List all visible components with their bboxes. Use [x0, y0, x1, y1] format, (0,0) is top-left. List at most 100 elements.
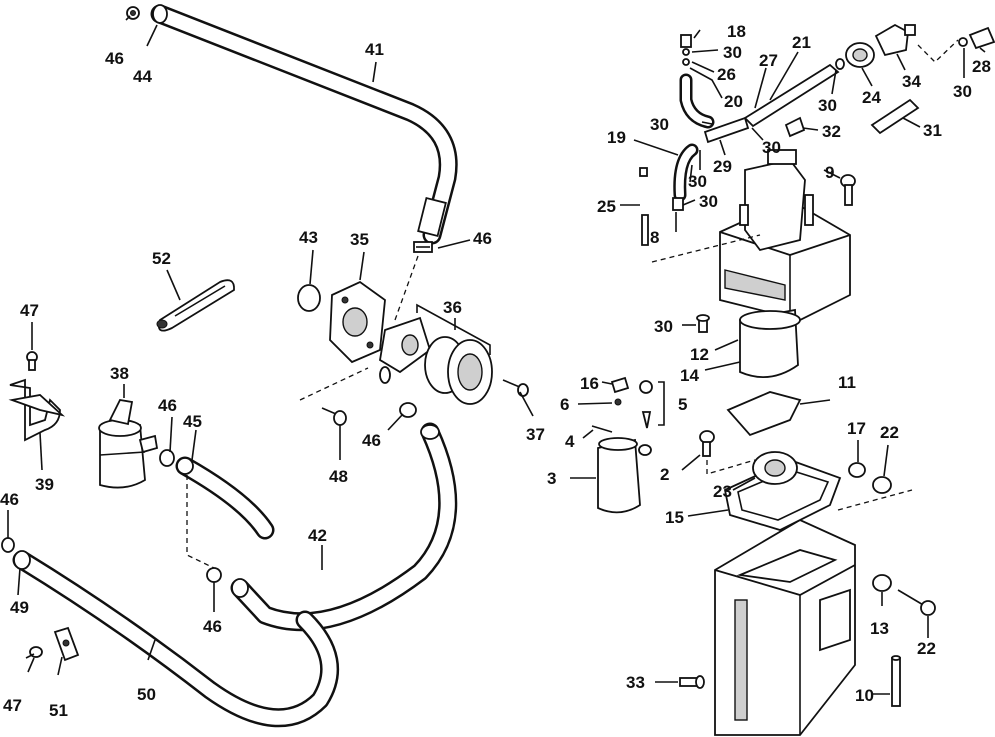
clip-51	[53, 626, 80, 662]
callout-31: 31	[923, 121, 942, 140]
clamp-46-pump	[399, 402, 417, 418]
clamp-46-mid	[413, 241, 433, 253]
clamp-46-filter	[159, 449, 175, 467]
hose-50	[12, 550, 340, 728]
callout-39: 39	[35, 475, 54, 494]
bracket-39	[8, 378, 66, 442]
screw-47-bottom	[25, 646, 43, 659]
callout-12: 30	[654, 317, 673, 336]
callout-21: 21	[792, 33, 811, 52]
callout-30: 30	[650, 115, 669, 134]
screw-47-top	[26, 351, 38, 371]
callout-45: 45	[183, 412, 202, 431]
pin-7	[891, 655, 901, 707]
callout-3: 4	[565, 432, 575, 451]
washers-22-23	[848, 462, 892, 592]
callout-28: 28	[972, 57, 991, 76]
screw-17	[699, 430, 715, 457]
callout-30: 30	[818, 96, 837, 115]
tube-31	[870, 98, 920, 135]
callout-27: 27	[759, 51, 778, 70]
screw-12	[696, 314, 710, 333]
callout-18: 18	[727, 22, 746, 41]
leader-lines	[7, 15, 986, 695]
callout-25: 30	[699, 192, 718, 211]
callout-16: 11	[838, 373, 856, 392]
hose-41	[150, 4, 458, 245]
clamp-46-top	[126, 6, 140, 20]
screw-9	[840, 174, 856, 206]
screw-10	[679, 675, 705, 689]
clamp-46-left	[1, 537, 15, 553]
primer-52	[156, 279, 235, 332]
callout-43: 43	[299, 228, 318, 247]
carburetor-body	[719, 149, 851, 378]
callout-46: 46	[0, 490, 19, 509]
fuel-pump-35	[297, 280, 493, 405]
callout-51: 51	[49, 701, 68, 720]
fitting-32	[784, 116, 806, 138]
callout-17: 2	[660, 465, 669, 484]
callout-11: 14	[680, 366, 699, 385]
valve-34	[874, 23, 916, 57]
float-2	[597, 437, 652, 514]
callout-15: 23	[713, 482, 732, 501]
callout-22: 17	[847, 419, 866, 438]
callout-30: 30	[762, 138, 781, 157]
callout-47: 47	[3, 696, 22, 715]
callout-5: 6	[560, 395, 569, 414]
callout-52: 52	[152, 249, 171, 268]
callout-30: 30	[723, 43, 742, 62]
callout-46: 46	[105, 49, 124, 68]
hose-45	[175, 456, 275, 540]
callout-29: 29	[713, 157, 732, 176]
callout-44: 44	[133, 67, 152, 86]
callout-34: 34	[902, 72, 921, 91]
callout-9: 9	[825, 163, 834, 182]
callout-24: 24	[862, 88, 881, 107]
fuel-filter-38	[98, 399, 159, 489]
gasket-16	[726, 391, 802, 437]
callout-46: 46	[473, 229, 492, 248]
callout-35: 35	[350, 230, 369, 249]
callout-37: 37	[526, 425, 545, 444]
callout-30: 30	[953, 82, 972, 101]
callout-46: 46	[203, 617, 222, 636]
callout-14: 12	[690, 345, 709, 364]
screw-48	[321, 407, 347, 426]
fitting-28	[958, 26, 995, 50]
tube-21	[703, 58, 845, 144]
callout-8: 25	[597, 197, 616, 216]
float-bowl-15	[752, 451, 798, 485]
callout-4: 5	[678, 395, 687, 414]
callout-50: 50	[137, 685, 156, 704]
callout-20: 20	[724, 92, 743, 111]
callout-30: 8	[650, 228, 659, 247]
callout-41: 41	[365, 40, 384, 59]
callout-38: 38	[110, 364, 129, 383]
needle-valve-4	[610, 376, 653, 429]
callout-19: 19	[607, 128, 626, 147]
callout-33: 22	[917, 639, 936, 658]
clamp-46-low	[206, 567, 222, 583]
callout-30: 30	[688, 172, 707, 191]
callout-32: 32	[822, 122, 841, 141]
callout-26: 26	[717, 65, 736, 84]
callout-7: 10	[855, 686, 874, 705]
cap-24	[845, 42, 875, 68]
callout-47: 47	[20, 301, 39, 320]
callout-23: 22	[880, 423, 899, 442]
callout-labels: 46 44 41 43 35 46 52 36 47 38 46 45 46 4…	[0, 22, 991, 720]
callout-22: 13	[870, 619, 889, 638]
callout-46: 46	[362, 431, 381, 450]
screw-37	[502, 379, 529, 397]
fuel-lines-top	[639, 34, 715, 246]
callout-10: 33	[626, 673, 645, 692]
callout-36: 36	[443, 298, 462, 317]
screw-33	[897, 589, 936, 616]
callout-6: 16	[580, 374, 599, 393]
lower-housing	[714, 518, 856, 736]
callout-46: 46	[158, 396, 177, 415]
